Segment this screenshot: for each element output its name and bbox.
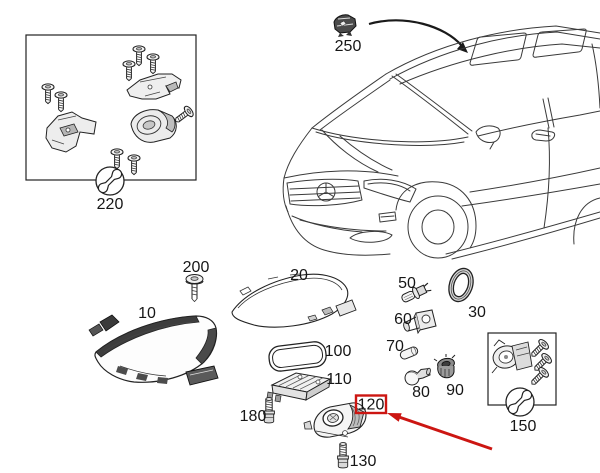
car-illustration [282,25,600,260]
bracket-part [126,73,182,100]
part-110-drawing [266,372,332,403]
part-50-label[interactable]: 50 [398,275,416,292]
part-30-drawing [448,267,474,303]
part-20-drawing [231,273,357,328]
part-120-drawing [303,402,367,438]
part-10-label[interactable]: 10 [138,305,156,322]
highlight-arrow [387,413,493,451]
part-60-drawing [403,309,437,335]
part-250-drawing [333,14,357,37]
part-120-label[interactable]: 120 [358,397,385,414]
kit-box-220: 220 [25,34,197,213]
part-70-drawing [399,346,419,360]
part-60-label[interactable]: 60 [394,311,412,328]
part-20-label[interactable]: 20 [290,267,308,284]
part-50-drawing [401,282,432,303]
part-90-label[interactable]: 90 [446,382,464,399]
part-90-drawing [433,354,456,379]
part-220-label[interactable]: 220 [97,196,124,213]
part-30-label[interactable]: 30 [468,304,486,321]
part-100-drawing [268,341,327,372]
part-110-label[interactable]: 110 [326,371,352,388]
part-130-label[interactable]: 130 [350,453,377,470]
part-130-drawing [337,442,349,469]
part-180-label[interactable]: 180 [240,408,267,425]
part-80-drawing [404,367,431,386]
wrench-icon [505,387,535,417]
roof-clip-arrow-icon [368,19,468,53]
part-250-label[interactable]: 250 [335,38,362,55]
bracket-part [45,111,97,153]
part-70-label[interactable]: 70 [386,338,404,355]
highlight-box-120 [354,394,388,415]
part-200-drawing [185,274,204,303]
kit-box-150: 150 [487,332,557,435]
part-100-label[interactable]: 100 [325,343,352,360]
part-200-label[interactable]: 200 [183,259,210,276]
part-150-label[interactable]: 150 [510,418,537,435]
wrench-icon [95,166,125,196]
screw-icon [41,45,196,176]
part-80-label[interactable]: 80 [412,384,430,401]
part-10-drawing [88,314,219,386]
clamp-part [130,109,177,143]
leveling-motor-part [491,339,533,374]
